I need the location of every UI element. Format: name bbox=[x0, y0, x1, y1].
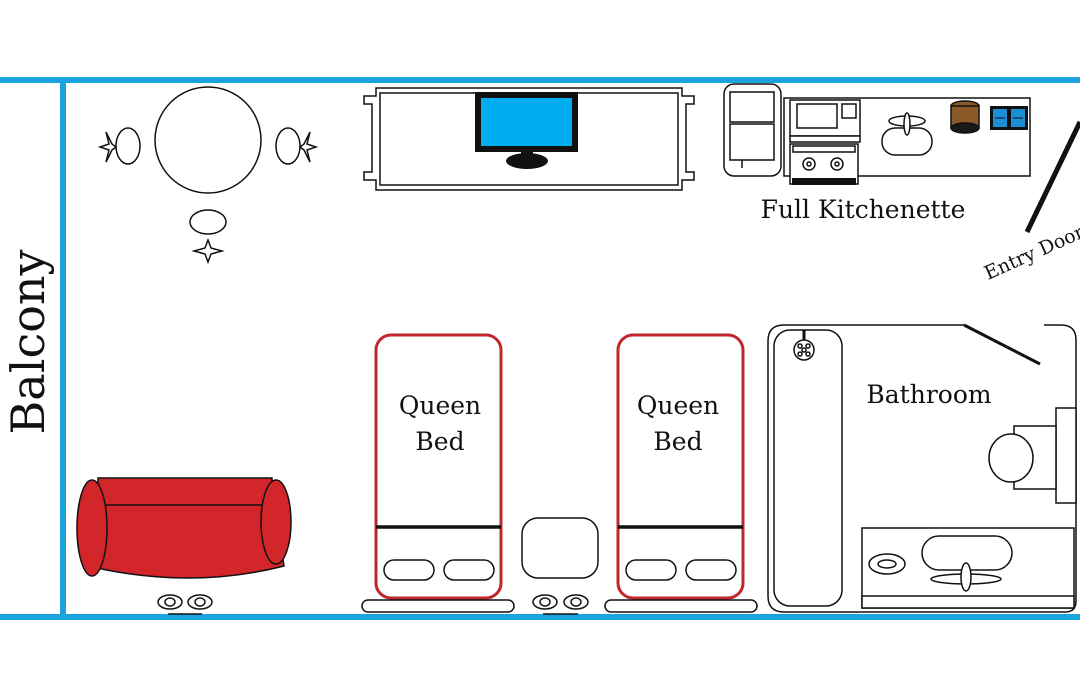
kitchenette bbox=[723, 83, 1031, 185]
bathroom bbox=[767, 323, 1077, 613]
chair-bottom bbox=[189, 209, 227, 235]
shower-drain-hole-5 bbox=[801, 347, 807, 353]
stove-burner-right-inner bbox=[834, 161, 840, 167]
lamp-set-sofa bbox=[157, 594, 213, 615]
bathroom-door bbox=[963, 323, 1041, 366]
toilet-tank bbox=[1055, 407, 1077, 504]
bed-frame bbox=[374, 333, 503, 600]
bed-label-line1: Queen bbox=[637, 391, 719, 420]
sofa bbox=[76, 477, 292, 579]
toilet-bowl bbox=[988, 433, 1034, 483]
sofa-arm-left bbox=[76, 479, 108, 577]
tv-stand bbox=[506, 153, 548, 169]
stove-panel bbox=[792, 145, 856, 153]
tv-console bbox=[363, 87, 695, 191]
lamp-right-bulb bbox=[570, 597, 582, 607]
dining-set bbox=[97, 86, 319, 265]
chair-bottom-leg bbox=[191, 237, 225, 265]
fridge-door bbox=[729, 123, 775, 161]
chair-right bbox=[275, 127, 301, 165]
balcony-label: Balcony bbox=[1, 249, 55, 434]
lamp-left-bulb bbox=[539, 597, 551, 607]
chair-left bbox=[115, 127, 141, 165]
sofa-arm-right bbox=[260, 479, 292, 565]
microwave-window bbox=[796, 103, 838, 129]
nightstand bbox=[521, 517, 599, 579]
walls bbox=[0, 77, 1080, 620]
shower-drain-hole-2 bbox=[805, 343, 811, 349]
shower-drain-hole-1 bbox=[797, 343, 803, 349]
stove-burner-left-inner bbox=[806, 161, 812, 167]
vanity-faucet-stem bbox=[960, 562, 972, 592]
vanity-base bbox=[861, 595, 1075, 609]
round-table bbox=[154, 86, 262, 194]
tv-screen bbox=[481, 98, 572, 146]
shower-tub bbox=[773, 329, 843, 607]
lamp-left-bulb bbox=[164, 597, 176, 607]
lamp-set-beds bbox=[532, 594, 589, 615]
bathroom-wall bbox=[767, 324, 1077, 613]
sink-faucet-stem bbox=[903, 112, 911, 136]
pillow-right bbox=[685, 559, 737, 581]
sofa-seat bbox=[87, 504, 285, 579]
microwave-base bbox=[789, 135, 861, 143]
bed-base bbox=[361, 599, 515, 613]
fridge-freezer bbox=[729, 91, 775, 123]
kettle-base bbox=[950, 122, 980, 134]
queen-bed-1: Queen Bed bbox=[361, 333, 515, 613]
bed-base bbox=[604, 599, 758, 613]
pillow-left bbox=[625, 559, 677, 581]
microwave-keypad bbox=[841, 103, 857, 119]
pillow-right bbox=[443, 559, 495, 581]
shower-drain-icon bbox=[793, 339, 815, 361]
bed-label-line1: Queen bbox=[399, 391, 481, 420]
stove-base bbox=[792, 178, 856, 185]
chair-left-leg bbox=[97, 131, 118, 163]
bed-frame bbox=[616, 333, 745, 600]
pillow-left bbox=[383, 559, 435, 581]
bed-label-line2: Bed bbox=[415, 427, 464, 456]
soap-bar bbox=[877, 559, 897, 569]
lamp-right-bulb bbox=[194, 597, 206, 607]
bed-label-line2: Bed bbox=[653, 427, 702, 456]
kitchenette-label: Full Kitchenette bbox=[761, 195, 966, 224]
chair-right-leg bbox=[298, 131, 319, 163]
entry-door-leaf bbox=[1024, 120, 1080, 234]
shower-drain-hole-4 bbox=[805, 351, 811, 357]
shower-drain-hole-3 bbox=[797, 351, 803, 357]
queen-bed-2: Queen Bed bbox=[604, 333, 758, 613]
bathroom-label: Bathroom bbox=[866, 380, 991, 409]
